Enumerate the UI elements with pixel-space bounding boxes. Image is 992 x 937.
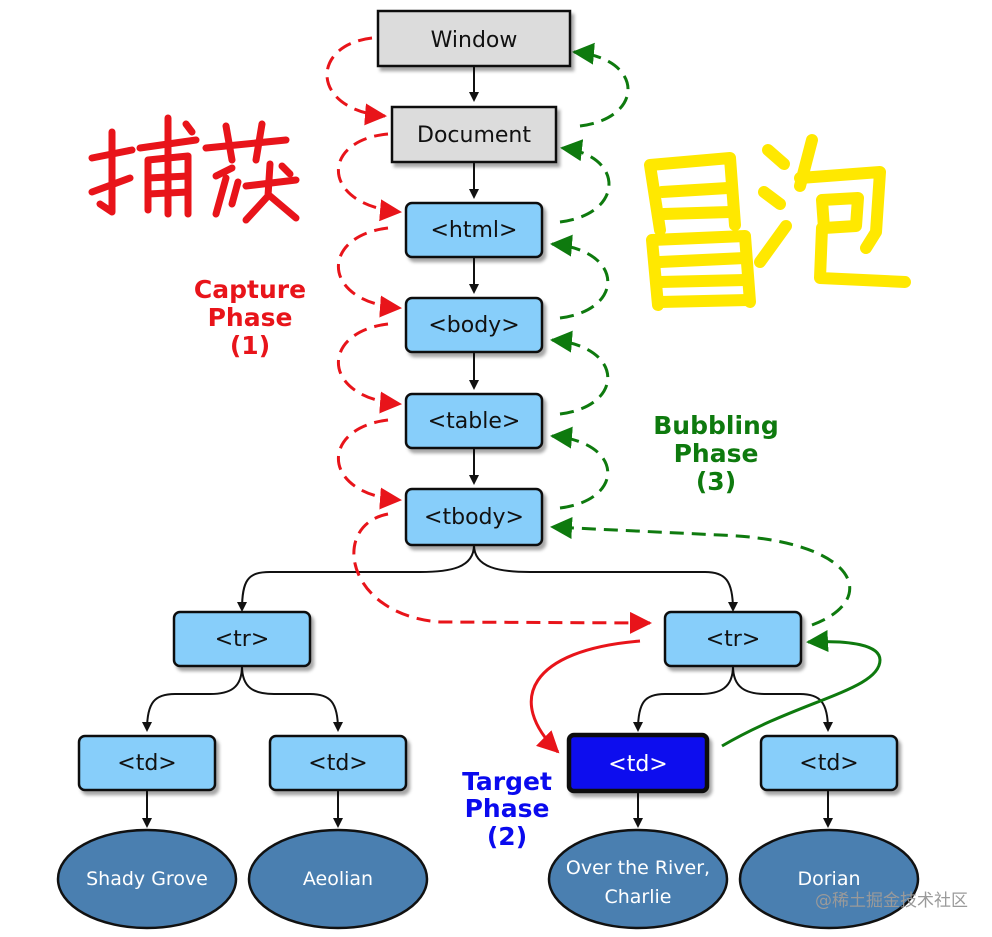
- leaf-over-the-river-line2: Charlie: [604, 886, 671, 908]
- target-phase-label: Target Phase (2): [462, 767, 552, 851]
- node-document: [390, 105, 558, 164]
- capture-arrows: [325, 36, 652, 634]
- capture-to-target-arrow: [529, 639, 641, 754]
- tree-connectors: [142, 66, 833, 828]
- target-phase-line2: Phase: [465, 794, 550, 823]
- target-to-bubble-arrow: [721, 630, 882, 748]
- handwritten-bubble-cn: [644, 134, 911, 311]
- node-td-4: [759, 734, 899, 792]
- leaf-dorian: [738, 828, 920, 930]
- target-phase-line3: (2): [487, 822, 527, 851]
- leaf-over-the-river: [547, 828, 729, 930]
- node-td-target: [566, 732, 710, 794]
- node-table-label: <table>: [428, 409, 521, 434]
- bubbling-phase-line1: Bubbling: [653, 411, 778, 440]
- bubbling-phase-line2: Phase: [674, 439, 759, 468]
- node-td-1-label: <td>: [117, 751, 176, 776]
- node-table: [404, 392, 544, 450]
- node-window: [376, 9, 572, 68]
- node-td-2-label: <td>: [308, 751, 367, 776]
- node-td-2: [268, 734, 408, 792]
- capture-phase-line1: Capture: [194, 275, 306, 304]
- node-td-4-label: <td>: [799, 751, 858, 776]
- capture-phase-line2: Phase: [208, 303, 293, 332]
- node-tr-left: [172, 610, 312, 668]
- node-tbody-label: <tbody>: [424, 505, 524, 530]
- node-html-label: <html>: [431, 218, 518, 243]
- bubbling-phase-label: Bubbling Phase (3): [653, 411, 778, 496]
- handwritten-capture-cn: [88, 114, 300, 224]
- bubbling-arrows: [550, 42, 852, 627]
- node-td-1: [77, 734, 217, 792]
- target-phase-line1: Target: [462, 767, 552, 796]
- leaf-aeolian: [247, 828, 429, 930]
- leaf-over-the-river-line1: Over the River,: [566, 857, 710, 879]
- node-document-label: Document: [417, 123, 531, 148]
- node-tbody: [404, 487, 544, 547]
- leaf-shady-grove-label: Shady Grove: [86, 868, 208, 890]
- node-td-target-label: <td>: [608, 752, 667, 777]
- node-tr-left-label: <tr>: [215, 627, 270, 652]
- watermark: @稀土掘金技术社区: [815, 891, 968, 911]
- leaf-shady-grove: [56, 828, 238, 930]
- node-html: [404, 201, 544, 259]
- node-body-label: <body>: [428, 313, 519, 338]
- bubbling-phase-line3: (3): [696, 467, 736, 496]
- leaf-dorian-label: Dorian: [797, 868, 860, 890]
- node-tr-right-label: <tr>: [706, 627, 761, 652]
- leaf-aeolian-label: Aeolian: [303, 868, 373, 890]
- capture-phase-label: Capture Phase (1): [194, 275, 306, 360]
- node-tr-right: [663, 610, 803, 668]
- node-body: [404, 296, 544, 354]
- capture-phase-line3: (1): [230, 331, 270, 360]
- node-window-label: Window: [431, 28, 518, 53]
